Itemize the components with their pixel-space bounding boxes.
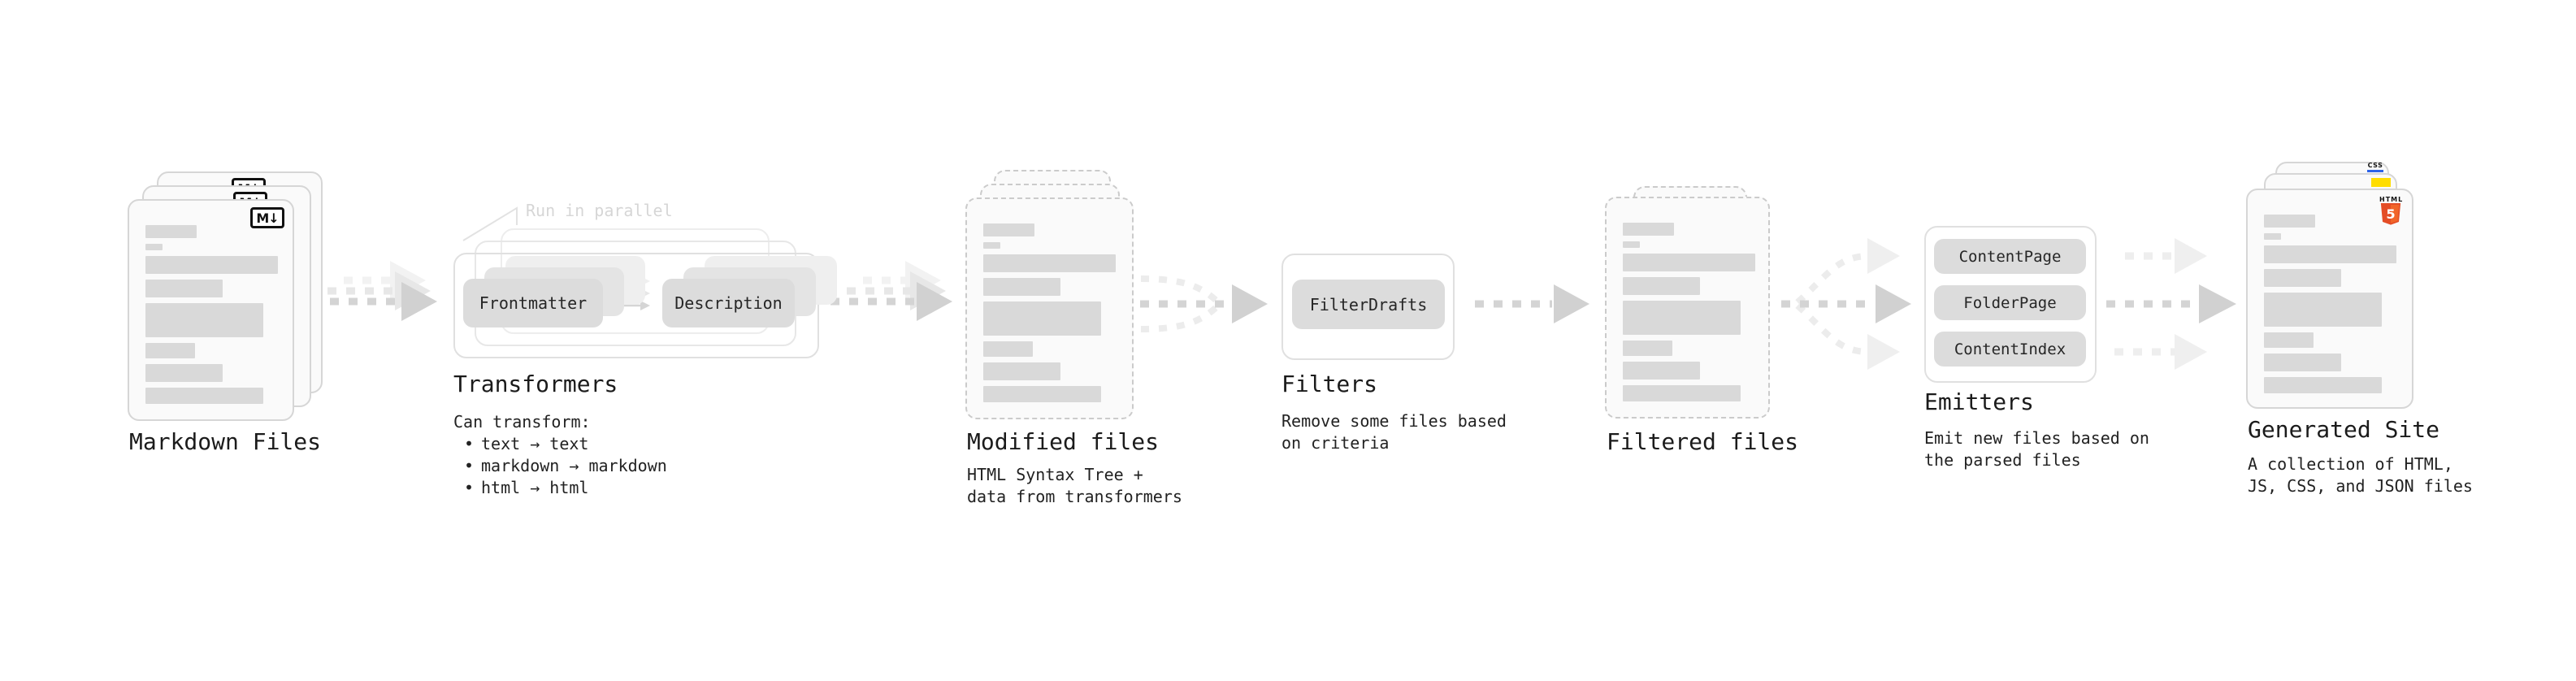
emitters-description: Emit new files based on the parsed files bbox=[1924, 428, 2149, 470]
bullet-marker: • bbox=[464, 478, 475, 497]
transformers-description: Can transform: • text → text • markdown … bbox=[453, 411, 667, 499]
markdown-icon: M↓ bbox=[250, 207, 284, 228]
arrow-filtered-to-emitters bbox=[1781, 238, 1911, 370]
modified-files-description: HTML Syntax Tree + data from transformer… bbox=[967, 465, 1182, 506]
arrow-markdown-to-transformers bbox=[311, 261, 437, 321]
filters-frame bbox=[1281, 254, 1455, 360]
transform-bullet: • text → text bbox=[453, 433, 667, 455]
bullet-marker: • bbox=[464, 434, 475, 453]
filtered-file-card-front bbox=[1605, 197, 1770, 419]
generated-file-card-front: HTML 5 bbox=[2246, 189, 2413, 409]
svg-text:5: 5 bbox=[2386, 206, 2395, 222]
modified-file-card-front bbox=[965, 197, 1134, 419]
document-text-placeholder bbox=[1623, 223, 1755, 401]
css-icon: CSS bbox=[2366, 163, 2384, 172]
transform-bullet: • html → html bbox=[453, 477, 667, 499]
html5-shield: 5 bbox=[2380, 203, 2401, 225]
arrow-transformers-to-modified bbox=[830, 261, 952, 321]
transform-bullet: • markdown → markdown bbox=[453, 455, 667, 477]
bullet-marker: • bbox=[464, 456, 475, 475]
arrow-emitters-to-generated bbox=[2106, 238, 2236, 370]
emitters-frame bbox=[1924, 226, 2097, 383]
filterdrafts-node: FilterDrafts bbox=[1292, 280, 1445, 329]
contentindex-node: ContentIndex bbox=[1934, 332, 2086, 367]
filters-title: Filters bbox=[1281, 371, 1378, 397]
transformers-caption: Can transform: bbox=[453, 412, 591, 432]
js-icon bbox=[2371, 178, 2391, 187]
transformers-title: Transformers bbox=[453, 371, 618, 397]
emitters-title: Emitters bbox=[1924, 388, 2034, 415]
html5-icon: HTML 5 bbox=[2379, 196, 2402, 228]
filtered-files-title: Filtered files bbox=[1607, 428, 1799, 455]
generated-site-description: A collection of HTML, JS, CSS, and JSON … bbox=[2248, 454, 2473, 496]
document-text-placeholder bbox=[145, 225, 278, 404]
modified-files-title: Modified files bbox=[967, 428, 1160, 455]
run-in-parallel-annotation: Run in parallel bbox=[526, 201, 673, 220]
frontmatter-node: Frontmatter bbox=[463, 279, 603, 327]
folderpage-node: FolderPage bbox=[1934, 285, 2086, 320]
contentpage-node: ContentPage bbox=[1934, 239, 2086, 274]
markdown-files-title: Markdown Files bbox=[129, 428, 322, 455]
markdown-file-card-front: M↓ bbox=[128, 199, 294, 421]
document-text-placeholder bbox=[983, 223, 1116, 402]
description-node: Description bbox=[662, 279, 795, 327]
document-text-placeholder bbox=[2264, 215, 2396, 393]
filters-description: Remove some files based on criteria bbox=[1281, 411, 1507, 453]
transformer-frame-front bbox=[453, 253, 819, 358]
generated-site-title: Generated Site bbox=[2248, 416, 2440, 443]
arrow-filters-to-filtered bbox=[1475, 284, 1589, 323]
arrow-modified-to-filters bbox=[1140, 275, 1268, 332]
